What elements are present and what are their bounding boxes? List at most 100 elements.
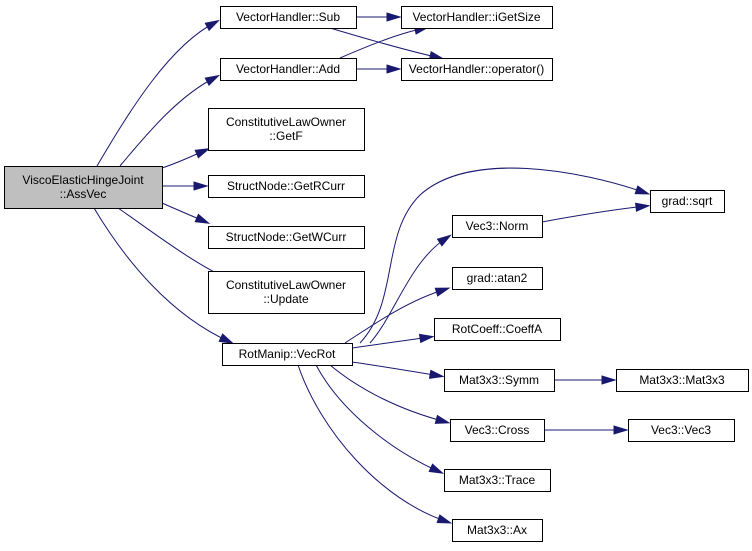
edge-root-to-add — [119, 74, 221, 167]
edge-root-to-sub — [96, 19, 221, 167]
node-label: grad::atan2 — [467, 271, 528, 285]
node-getwcurr[interactable]: StructNode::GetWCurr — [208, 226, 365, 249]
edge-arrowhead — [434, 414, 451, 424]
edge-vecrot-to-cross — [329, 364, 451, 424]
nodes-layer: ViscoElasticHingeJoint::AssVec VectorHand… — [4, 6, 749, 542]
edge-vecrot-to-trace — [315, 364, 445, 474]
edge-vecrot-to-symm — [351, 361, 445, 379]
node-label: grad::sqrt — [662, 194, 713, 208]
edge-line — [329, 27, 441, 59]
node-ax[interactable]: Mat3x3::Ax — [452, 519, 543, 542]
edge-line — [297, 364, 449, 523]
node-igetsize[interactable]: VectorHandler::iGetSize — [401, 6, 553, 29]
node-label: Mat3x3::Trace — [459, 473, 536, 487]
node-label: VectorHandler::operator() — [409, 62, 544, 76]
node-box — [220, 6, 357, 29]
node-box — [220, 58, 357, 81]
node-operator[interactable]: VectorHandler::operator() — [401, 58, 553, 81]
node-label: RotCoeff::CoeffA — [452, 322, 542, 336]
node-label: Vec3::Norm — [466, 219, 529, 233]
edge-arrowhead — [428, 369, 445, 379]
node-box — [208, 271, 365, 314]
node-label: Mat3x3::Ax — [467, 523, 527, 537]
node-vec3[interactable]: Vec3::Vec3 — [628, 419, 735, 442]
node-box — [444, 369, 555, 392]
edge-arrowhead — [635, 202, 651, 212]
edge-add-to-operator — [356, 64, 402, 74]
node-label: VectorHandler::Sub — [236, 10, 340, 24]
node-label: StructNode::GetRCurr — [227, 179, 345, 193]
node-getf[interactable]: ConstitutiveLawOwner::GetF — [208, 108, 365, 151]
edge-root-to-getrcurr — [162, 181, 209, 191]
edge-root-to-vecrot — [93, 207, 235, 345]
node-label: ::GetF — [269, 129, 302, 143]
edge-arrowhead — [193, 181, 209, 191]
node-label: ::AssVec — [60, 187, 107, 201]
node-add[interactable]: VectorHandler::Add — [220, 58, 357, 81]
edge-add-to-igetsize — [339, 25, 430, 59]
node-sqrt[interactable]: grad::sqrt — [650, 190, 725, 213]
node-label: Mat3x3::Symm — [459, 373, 539, 387]
node-symm[interactable]: Mat3x3::Symm — [444, 369, 555, 392]
edge-arrowhead — [428, 463, 445, 474]
edge-line — [351, 361, 441, 377]
node-box — [452, 267, 543, 290]
edge-arrowhead — [434, 287, 451, 297]
edge-arrowhead — [194, 148, 211, 159]
node-box — [4, 166, 163, 209]
node-box — [208, 175, 365, 198]
edge-line — [96, 21, 217, 167]
edge-line — [344, 288, 447, 344]
edge-vecrot-to-sqrt — [359, 167, 651, 344]
node-label: ViscoElasticHingeJoint — [22, 173, 144, 187]
node-box — [444, 469, 551, 492]
node-sub[interactable]: VectorHandler::Sub — [220, 6, 357, 29]
edge-arrowhead — [436, 514, 453, 524]
node-getrcurr[interactable]: StructNode::GetRCurr — [208, 175, 365, 198]
node-label: VectorHandler::iGetSize — [412, 10, 540, 24]
node-atan2[interactable]: grad::atan2 — [452, 267, 543, 290]
node-box — [208, 108, 365, 151]
node-box — [452, 519, 543, 542]
edge-line — [369, 236, 449, 344]
node-label: StructNode::GetWCurr — [226, 230, 347, 244]
node-label: Vec3::Vec3 — [651, 423, 711, 437]
node-vecrot[interactable]: RotManip::VecRot — [222, 343, 353, 366]
edge-vecrot-to-atan2 — [344, 287, 451, 344]
node-update[interactable]: ConstitutiveLawOwner::Update — [208, 271, 365, 314]
edge-line — [351, 336, 431, 349]
node-cross[interactable]: Vec3::Cross — [450, 419, 545, 442]
node-box — [452, 215, 543, 238]
node-trace[interactable]: Mat3x3::Trace — [444, 469, 551, 492]
node-box — [208, 226, 365, 249]
edge-arrowhead — [386, 12, 402, 22]
node-mat3x3[interactable]: Mat3x3::Mat3x3 — [616, 369, 749, 392]
node-box — [401, 6, 553, 29]
node-norm[interactable]: Vec3::Norm — [452, 215, 543, 238]
node-box — [434, 318, 561, 341]
edges-layer — [93, 12, 651, 524]
edge-root-to-getf — [161, 148, 211, 169]
node-box — [401, 58, 553, 81]
node-root[interactable]: ViscoElasticHingeJoint::AssVec — [4, 166, 163, 209]
edge-arrowhead — [218, 333, 235, 345]
edge-arrowhead — [194, 213, 211, 224]
edge-arrowhead — [386, 64, 402, 74]
node-box — [222, 343, 353, 366]
node-box — [616, 369, 749, 392]
node-label: Vec3::Cross — [465, 423, 530, 437]
node-label: ConstitutiveLawOwner — [226, 278, 346, 292]
node-box — [650, 190, 725, 213]
edge-vecrot-to-coeffa — [351, 333, 435, 349]
edge-line — [93, 207, 231, 343]
edge-sub-to-operator — [329, 27, 445, 61]
node-label: VectorHandler::Add — [236, 62, 340, 76]
edge-arrowhead — [204, 19, 221, 32]
edge-symm-to-mat3x3 — [554, 375, 617, 385]
node-coeffa[interactable]: RotCoeff::CoeffA — [434, 318, 561, 341]
edge-line — [541, 205, 647, 223]
edge-vecrot-to-norm — [369, 234, 452, 344]
edge-arrowhead — [613, 425, 629, 435]
edge-line — [315, 364, 441, 473]
